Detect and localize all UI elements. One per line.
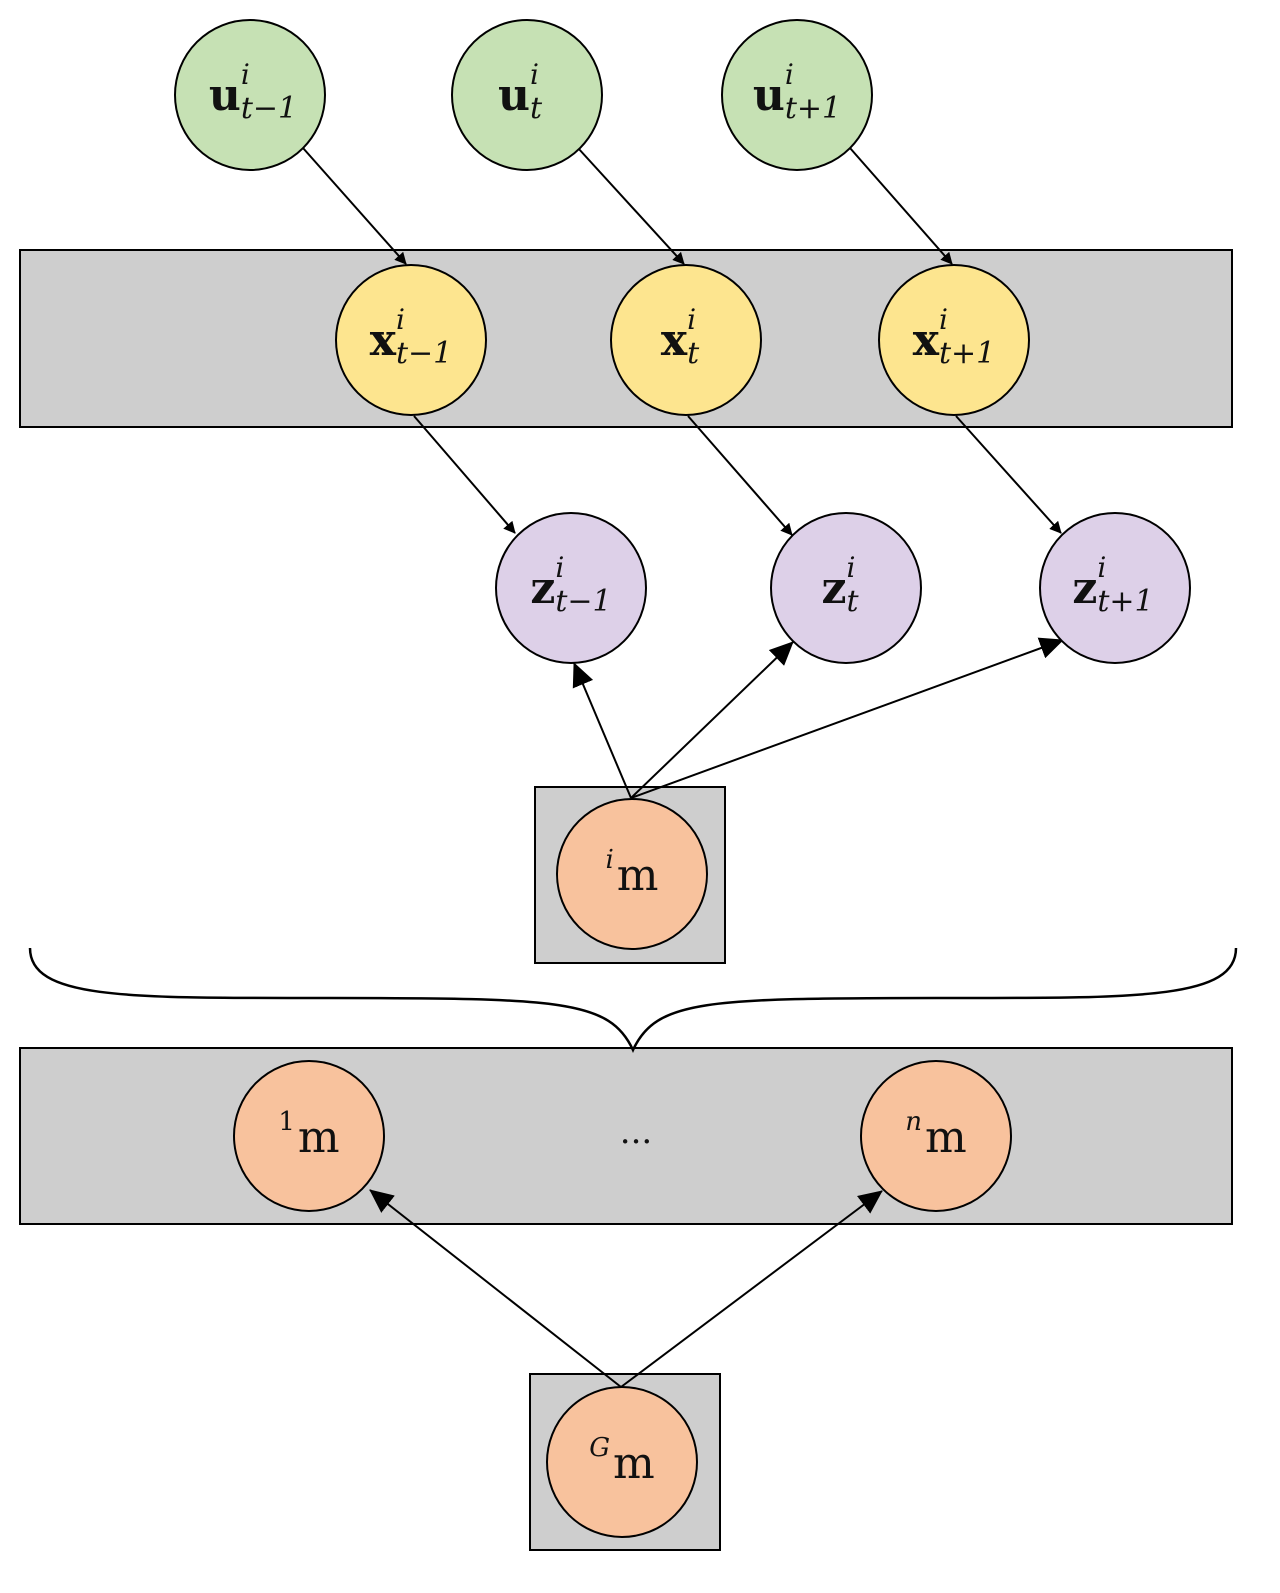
edge-x-curr-to-z-curr	[687, 415, 793, 536]
edge-x-next-to-z-next	[955, 415, 1062, 534]
svg-text:uit: uit	[498, 58, 543, 126]
node-map-global: Gm	[546, 1386, 698, 1538]
svg-text:uit+1: uit+1	[753, 58, 841, 126]
node-map-1: 1m	[233, 1060, 385, 1212]
svg-text:xit+1: xit+1	[913, 303, 995, 371]
edge-m-g-to-m-1	[369, 1189, 622, 1388]
svg-text:xit−1: xit−1	[370, 303, 452, 371]
node-map-i: im	[556, 798, 708, 950]
edge-m-g-to-m-n	[620, 1190, 883, 1388]
edge-u-prev-to-x-prev	[302, 147, 407, 265]
svg-text:zit+1: zit+1	[1072, 551, 1153, 619]
svg-text:zit−1: zit−1	[530, 551, 611, 619]
edge-x-prev-to-z-prev	[413, 415, 516, 534]
svg-text:1m: 1m	[278, 1107, 339, 1163]
edge-u-next-to-x-next	[849, 147, 953, 265]
svg-text:zit: zit	[821, 551, 859, 619]
edge-m-i-to-z-curr	[630, 641, 794, 799]
edge-m-i-to-z-next	[630, 637, 1064, 799]
node-map-n: nm	[860, 1060, 1012, 1212]
svg-text:nm: nm	[905, 1107, 966, 1163]
svg-text:xit: xit	[661, 303, 700, 371]
svg-text:im: im	[605, 845, 658, 901]
edge-m-i-to-z-prev	[572, 662, 632, 799]
curly-brace	[28, 947, 1238, 1053]
svg-text:uit−1: uit−1	[209, 58, 297, 126]
svg-text:Gm: Gm	[589, 1433, 655, 1489]
edge-u-curr-to-x-curr	[577, 147, 685, 265]
maps-ellipsis: ...	[620, 1112, 652, 1152]
map-collection-plate	[19, 1047, 1233, 1225]
